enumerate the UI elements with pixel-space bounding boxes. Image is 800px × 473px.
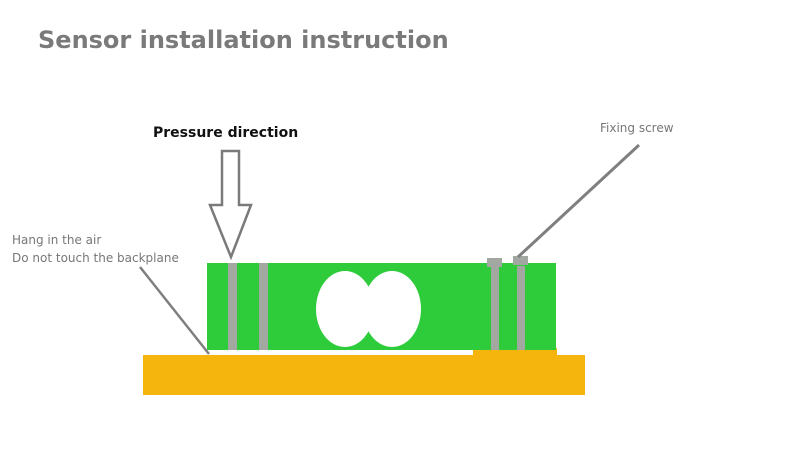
hang-label-line1: Hang in the air xyxy=(12,233,102,247)
hang-in-air-leader xyxy=(139,266,210,355)
pressure-direction-label: Pressure direction xyxy=(153,125,299,141)
backplane xyxy=(143,355,585,395)
fixing-screw-right xyxy=(517,266,525,350)
fixing-screw-leader xyxy=(516,143,641,259)
hang-in-air-label: Hang in the air Do not touch the backpla… xyxy=(12,231,179,267)
mounting-block xyxy=(473,348,557,358)
hang-label-line2: Do not touch the backplane xyxy=(12,251,179,265)
fixing-screw-left xyxy=(491,266,499,350)
load-screw-right xyxy=(259,263,268,350)
sensor-hole-left xyxy=(316,271,374,347)
fixing-screw-right-head xyxy=(513,256,528,265)
pressure-arrow-icon xyxy=(208,149,253,261)
sensor-hole-right xyxy=(363,271,421,347)
fixing-screw-left-head xyxy=(487,258,502,267)
page-title: Sensor installation instruction xyxy=(38,26,449,54)
fixing-screw-label: Fixing screw xyxy=(600,121,674,135)
load-screw-left xyxy=(228,263,237,350)
